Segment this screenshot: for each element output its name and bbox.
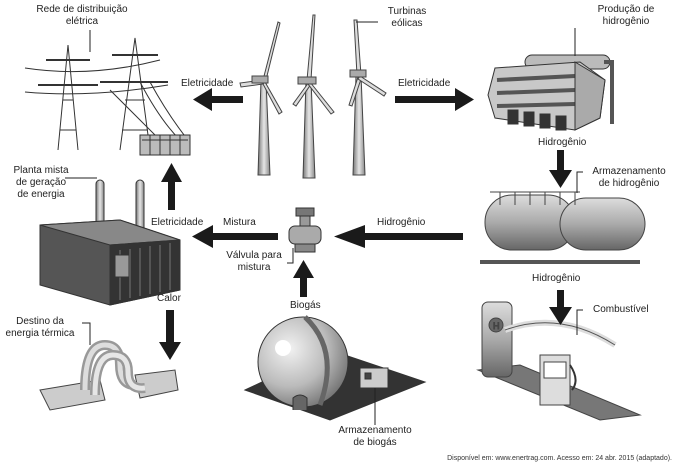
power-plant-illustration: [39, 179, 181, 306]
label-h2-storage: Armazenamento de hidrogênio: [592, 166, 666, 189]
fuel-leader-line: [576, 309, 583, 335]
label-valve: Válvula para mistura: [226, 250, 282, 273]
arrow-storage-to-fuel: [549, 290, 572, 325]
arrow-valve-to-plant: [192, 225, 278, 248]
valve-leader-line: [287, 248, 294, 264]
thermal-leader-line: [82, 322, 91, 345]
flow-label-turbine-to-grid: Eletricidade: [181, 78, 234, 89]
flow-label-h2-prod-to-storage: Hidrogênio: [538, 137, 587, 148]
hydrogen-production-illustration: [487, 54, 614, 131]
biogas-storage-illustration: [243, 315, 427, 421]
arrow-turbine-to-grid: [193, 88, 243, 111]
arrow-plant-to-thermal: [159, 310, 181, 360]
arrow-storage-to-valve: [334, 225, 463, 248]
flow-label-biogas-to-valve: Biogás: [290, 300, 321, 311]
flow-label-valve-to-plant: Mistura: [223, 217, 256, 228]
arrow-turbine-to-h2: [395, 88, 474, 111]
thermal-destination-illustration: [39, 339, 179, 411]
label-fuel: Combustível: [593, 304, 649, 315]
flow-label-turbine-to-h2: Eletricidade: [398, 78, 451, 89]
arrow-plant-to-grid: [161, 163, 182, 210]
flow-arrows: [159, 88, 572, 360]
arrow-biogas-to-valve: [293, 260, 314, 297]
label-biogas-storage: Armazenamento de biogás: [338, 425, 412, 448]
flow-label-storage-to-valve: Hidrogênio: [377, 217, 426, 228]
svg-text:H: H: [493, 321, 500, 331]
flow-label-plant-to-thermal: Calor: [157, 293, 181, 304]
label-combined-plant: Planta mista de geração de energia: [13, 165, 69, 200]
mixing-valve-illustration: [288, 207, 322, 253]
label-grid: Rede de distribuição elétrica: [36, 4, 128, 27]
flow-label-plant-to-grid: Eletricidade: [151, 217, 204, 228]
h2-storage-leader-line: [576, 171, 583, 193]
label-h2-production: Produção de hidrogênio: [597, 4, 655, 27]
source-citation: Disponível em: www.enertrag.com. Acesso …: [447, 455, 672, 462]
label-thermal: Destino da energia térmica: [5, 316, 75, 339]
label-turbines: Turbinas eólicas: [387, 6, 427, 29]
arrow-h2-prod-to-storage: [549, 150, 572, 188]
power-grid-illustration: [24, 37, 191, 156]
hydrogen-storage-illustration: [480, 191, 646, 264]
wind-turbines-illustration: [239, 14, 387, 179]
flow-label-storage-to-fuel: Hidrogênio: [532, 273, 581, 284]
